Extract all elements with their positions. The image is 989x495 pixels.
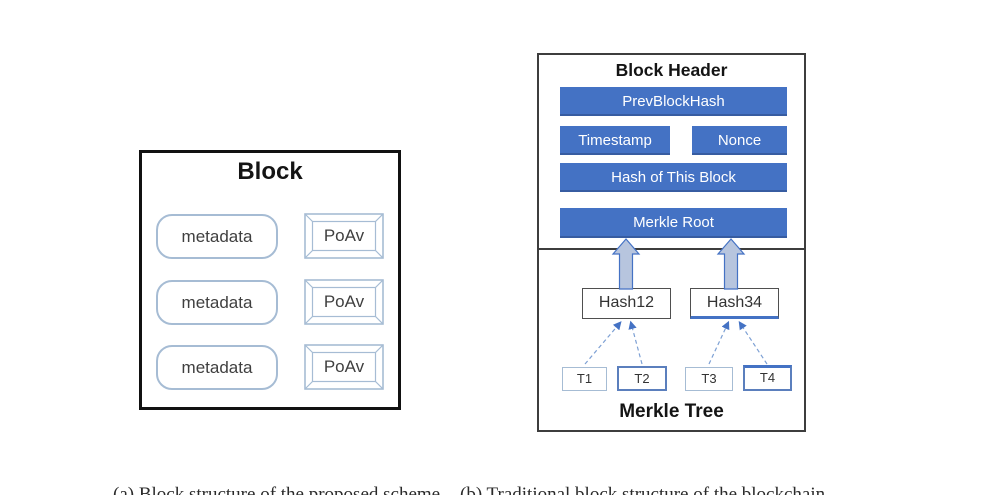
caption-a: (a) Block structure of the proposed sche… [113,484,441,495]
bevel-frame-icon [304,279,384,325]
bevel-frame-icon [304,213,384,259]
timestamp-bar: Timestamp [560,126,670,155]
leaf-t3-box: T3 [685,367,733,391]
block-title: Block [237,158,303,185]
poav-label: PoAv [323,292,365,311]
merkle-tree-label: Merkle Tree [619,401,724,422]
poav-label: PoAv [323,226,365,245]
poav-bevel-box: PoAv [304,279,384,325]
hash34-box: Hash34 [690,288,779,319]
leaf-t2-box: T2 [617,366,667,391]
poav-bevel-box: PoAv [304,344,384,390]
hash-of-this-block-bar: Hash of This Block [560,163,787,192]
hash12-box: Hash12 [582,288,671,319]
metadata-box: metadata [156,280,278,325]
metadata-box: metadata [156,214,278,259]
metadata-box: metadata [156,345,278,390]
merkle-root-bar: Merkle Root [560,208,787,238]
bevel-frame-icon [304,344,384,390]
nonce-bar: Nonce [692,126,787,155]
poav-bevel-box: PoAv [304,213,384,259]
prev-block-hash-bar: PrevBlockHash [560,87,787,116]
block-header-title: Block Header [615,60,728,80]
caption-b: (b) Traditional block structure of the b… [460,484,826,495]
poav-label: PoAv [323,357,365,376]
leaf-t4-box: T4 [743,365,792,391]
leaf-t1-box: T1 [562,367,607,391]
